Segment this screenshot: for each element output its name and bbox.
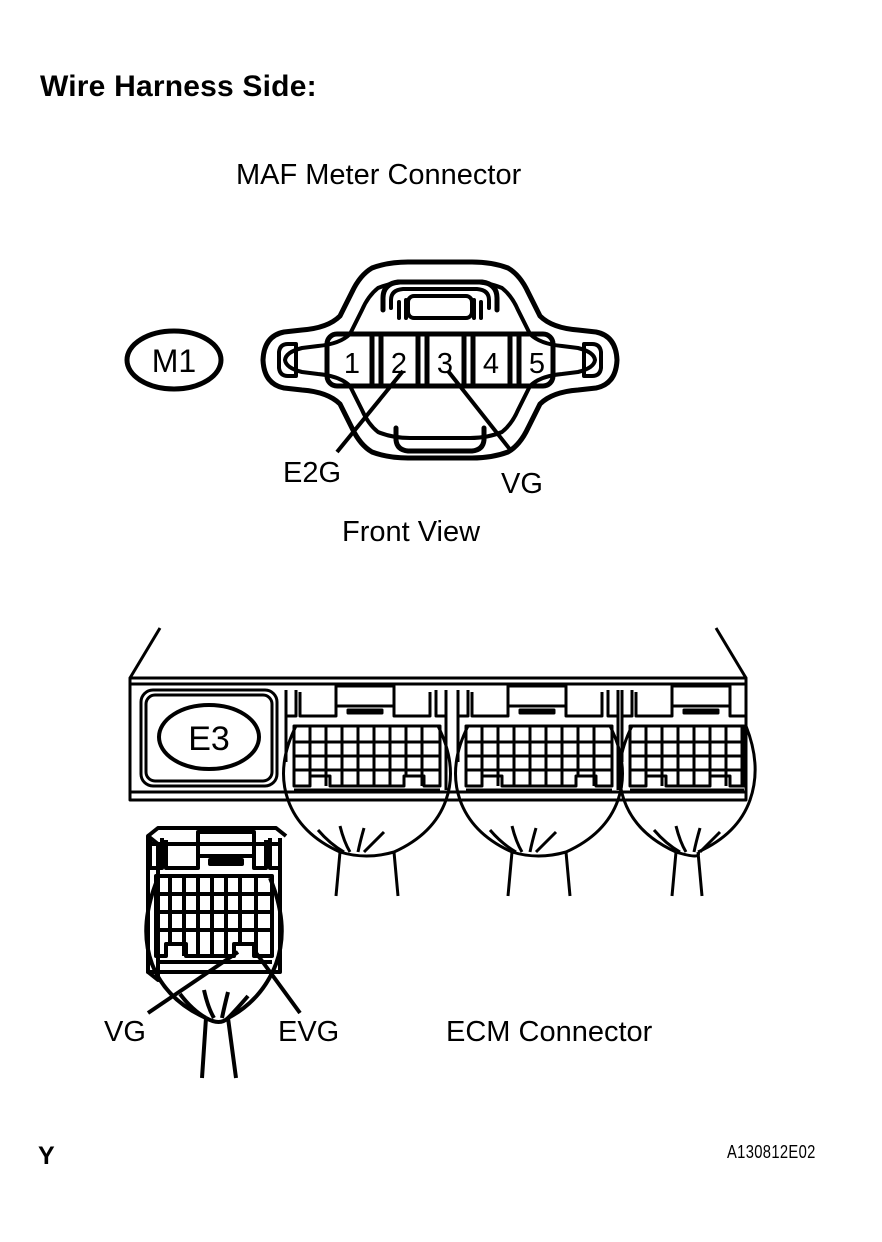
maf-terminal-numbers: 1 2 3 4 5 [344, 348, 545, 380]
e3-badge-text: E3 [188, 720, 230, 758]
terminal-number-5: 5 [529, 348, 545, 380]
leader-line-evg [252, 948, 302, 1015]
ecm-housing [128, 627, 748, 802]
callout-label-e2g: E2G [283, 457, 342, 489]
housing-corner-right [714, 627, 748, 679]
housing-corner-left [128, 627, 162, 679]
callout-label-vg-maf: VG [501, 468, 543, 500]
m1-badge: M1 [124, 328, 224, 392]
maf-meter-connector [260, 259, 620, 461]
front-view-label: Front View [342, 516, 481, 548]
e3-badge-panel [139, 688, 279, 788]
callout-label-evg: EVG [278, 1016, 340, 1048]
terminal-number-4: 4 [483, 348, 499, 380]
ecm-leader-lines [146, 948, 302, 1015]
ecm-connector-1 [282, 684, 452, 897]
leader-line-e2g [335, 369, 405, 454]
ecm-connector-heading: ECM Connector [446, 1016, 653, 1048]
maf-leader-lines [335, 369, 514, 454]
callout-label-vg-ecm: VG [104, 1016, 146, 1048]
footer-left-mark: Y [38, 1142, 55, 1170]
maf-connector-heading: MAF Meter Connector [236, 159, 522, 191]
leader-line-vg-ecm [146, 950, 240, 1015]
page-title: Wire Harness Side: [40, 70, 317, 103]
maf-terminal-band [324, 331, 556, 389]
leader-line-vg [446, 369, 514, 454]
ecm-connector-3 [618, 684, 757, 897]
figure-code: A130812E02 [727, 1142, 816, 1162]
ecm-connector-detached [144, 826, 288, 1079]
terminal-number-1: 1 [344, 348, 360, 380]
ecm-connector-2 [454, 684, 624, 897]
m1-badge-text: M1 [152, 343, 196, 379]
